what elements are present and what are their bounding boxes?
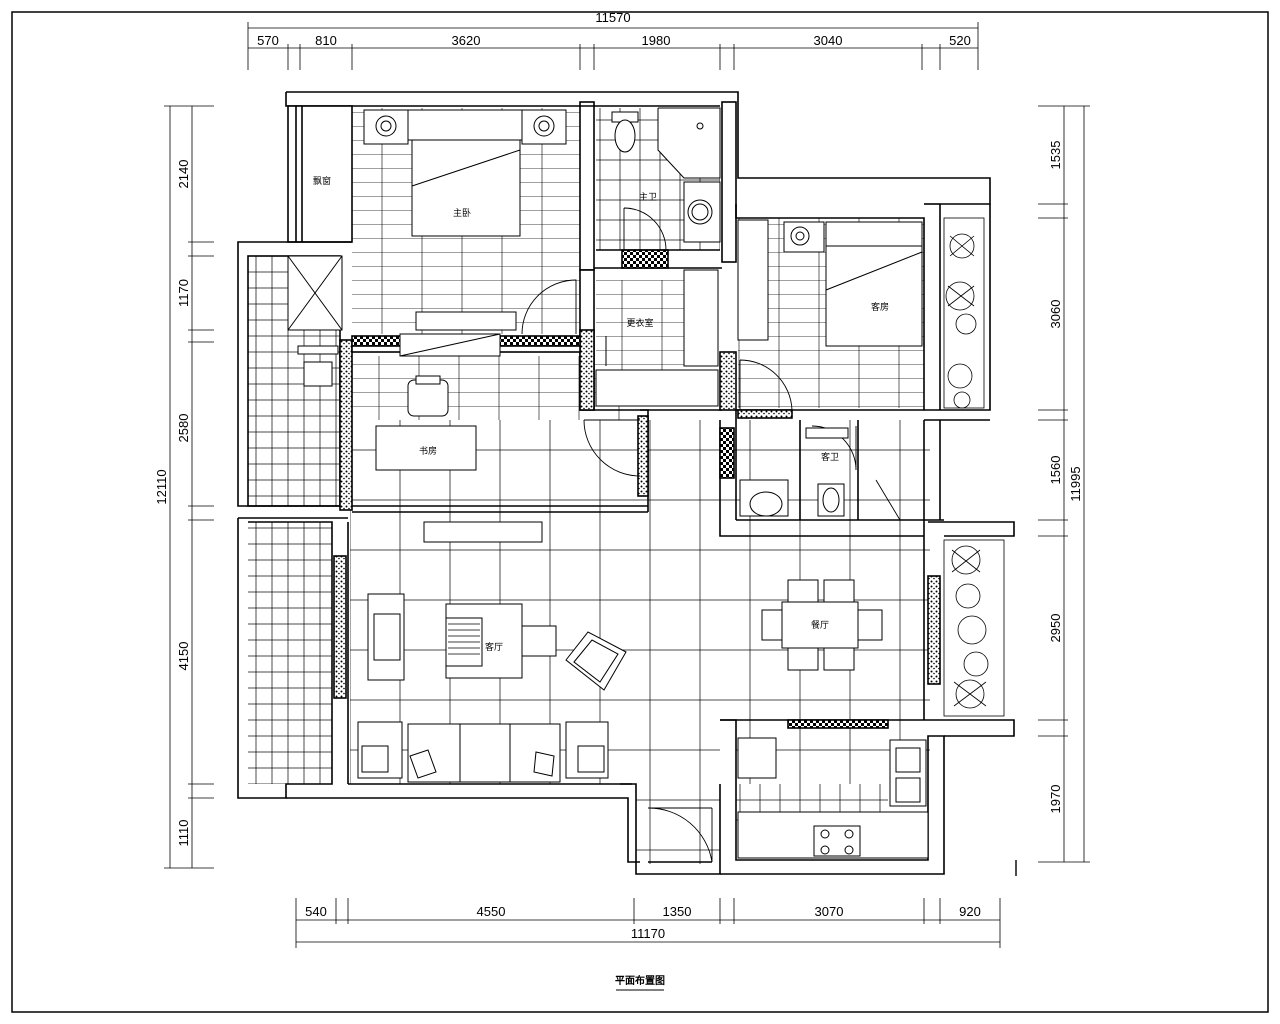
dim-right-2: 3060 bbox=[1048, 300, 1063, 329]
label-study: 书房 bbox=[419, 445, 437, 457]
label-master-bath: 主卫 bbox=[639, 191, 657, 203]
planters bbox=[943, 217, 1005, 717]
dining-table bbox=[781, 601, 859, 649]
dim-top-6: 520 bbox=[949, 33, 971, 48]
left-balcony-lower-floor bbox=[248, 522, 332, 784]
dim-top-2: 810 bbox=[315, 33, 337, 48]
label-living-room: 客厅 bbox=[485, 641, 503, 653]
label-guest-bath: 客卫 bbox=[821, 451, 839, 463]
dim-left-4: 4150 bbox=[176, 642, 191, 671]
dim-top-4: 1980 bbox=[642, 33, 671, 48]
entrance-floor bbox=[636, 784, 720, 864]
drawing-frame bbox=[11, 11, 1269, 1013]
label-bay-window: 飘窗 bbox=[313, 175, 331, 187]
dim-bottom-total: 11170 bbox=[631, 926, 665, 941]
dim-left-total: 12110 bbox=[154, 469, 169, 504]
label-guest-room: 客房 bbox=[871, 301, 889, 313]
dim-left-1: 2140 bbox=[176, 160, 191, 189]
dim-left-5: 1110 bbox=[176, 820, 191, 847]
label-master-bedroom: 主卧 bbox=[453, 207, 471, 219]
label-dining-room: 餐厅 bbox=[811, 619, 829, 631]
drawing-title: 平面布置图 bbox=[615, 974, 665, 987]
dim-right-1: 1535 bbox=[1048, 141, 1063, 170]
guest-bed bbox=[825, 243, 923, 347]
dim-bottom-2: 4550 bbox=[477, 904, 506, 919]
study-desk bbox=[375, 425, 477, 471]
dim-top-5: 3040 bbox=[814, 33, 843, 48]
dim-bottom-5: 920 bbox=[959, 904, 981, 919]
dim-left-2: 1170 bbox=[176, 279, 191, 307]
furniture bbox=[287, 107, 929, 859]
dim-top-3: 3620 bbox=[452, 33, 481, 48]
plant-icon bbox=[945, 233, 989, 709]
dim-bottom-3: 1350 bbox=[663, 904, 692, 919]
tv-cabinet bbox=[423, 521, 543, 543]
masks bbox=[640, 420, 930, 784]
dimension-lines bbox=[164, 22, 1090, 948]
doors bbox=[521, 207, 901, 863]
label-closet: 更衣室 bbox=[626, 317, 653, 329]
master-bed bbox=[411, 139, 521, 237]
closet-floor bbox=[596, 280, 684, 370]
dim-left-3: 2580 bbox=[176, 414, 191, 443]
dim-top-1: 570 bbox=[257, 33, 279, 48]
dim-top-total: 11570 bbox=[595, 10, 630, 25]
dim-right-3: 1560 bbox=[1048, 456, 1063, 485]
dim-right-4: 2950 bbox=[1048, 614, 1063, 643]
dim-bottom-1: 540 bbox=[305, 904, 327, 919]
dim-right-total: 11995 bbox=[1068, 466, 1083, 501]
dim-bottom-4: 3070 bbox=[815, 904, 844, 919]
dim-right-5: 1970 bbox=[1048, 785, 1063, 814]
